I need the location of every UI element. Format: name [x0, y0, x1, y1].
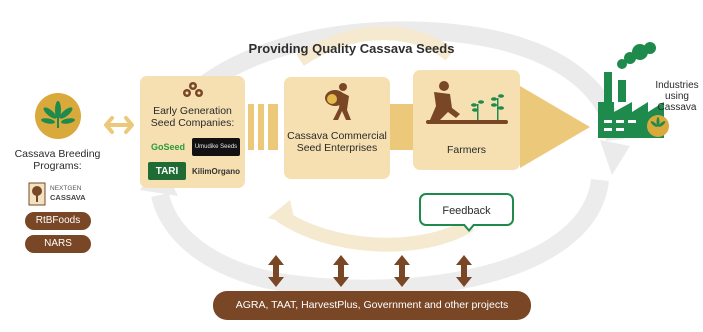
vertical-double-arrow-icon: [456, 255, 472, 287]
nars-pill: NARS: [25, 235, 91, 253]
commercial-label-line2: Seed Enterprises: [296, 142, 378, 154]
industries-label-line1: Industries: [655, 80, 699, 91]
farmers-box: Farmers: [413, 70, 520, 170]
support-projects-bar: AGRA, TAAT, HarvestPlus, Government and …: [213, 291, 531, 320]
double-arrow-icon: [104, 116, 134, 134]
farmers-label: Farmers: [446, 144, 487, 156]
nextgen-text-line2: CASSAVA: [50, 193, 86, 202]
vertical-arrows-group: [268, 255, 472, 287]
egs-label-line2: Seed Companies:: [150, 117, 235, 129]
nextgen-cassava-logo: NEXTGEN CASSAVA: [28, 182, 96, 206]
vertical-double-arrow-icon: [333, 255, 349, 287]
vertical-double-arrow-icon: [394, 255, 410, 287]
goseed-logo: GoSeed: [150, 142, 185, 152]
diagram-title: Providing Quality Cassava Seeds: [248, 41, 455, 56]
industries-label-line3: Cassava: [657, 102, 697, 113]
person-carrying-sack-icon: [325, 83, 351, 120]
commercial-label-line1: Cassava Commercial: [287, 130, 387, 142]
egs-label-line1: Early Generation: [153, 105, 232, 117]
rtbfoods-pill: RtBFoods: [25, 212, 91, 230]
vertical-double-arrow-icon: [268, 255, 284, 287]
breeding-label-line2: Programs:: [33, 160, 82, 172]
tari-logo: TARI: [148, 162, 186, 180]
industries-label-line2: using: [665, 91, 689, 102]
umudike-seeds-logo: Umudike Seeds: [192, 138, 240, 156]
breeding-label: Cassava Breeding Programs:: [5, 148, 110, 172]
breeding-label-line1: Cassava Breeding: [14, 148, 101, 160]
commercial-label: Cassava Commercial Seed Enterprises: [284, 130, 390, 154]
egs-box: Early Generation Seed Companies: GoSeed …: [140, 76, 245, 188]
nextgen-text-line1: NEXTGEN: [50, 185, 82, 192]
farmer-planting-icon: [426, 81, 508, 124]
breeding-icon-circle: [35, 93, 81, 139]
industries-label: Industries using Cassava: [651, 80, 703, 113]
feedback-bubble-tail-inner: [464, 223, 474, 229]
egs-label: Early Generation Seed Companies:: [140, 105, 245, 129]
factory-icon: [598, 42, 669, 138]
commercial-box: Cassava Commercial Seed Enterprises: [284, 77, 390, 179]
feedback-bubble: Feedback: [419, 193, 514, 226]
cassava-leaf-icon: [41, 101, 75, 128]
tree-icon: [28, 182, 46, 206]
seed-pile-icon: [183, 82, 203, 97]
kilimorgano-logo: KilimOrgano: [191, 166, 240, 176]
